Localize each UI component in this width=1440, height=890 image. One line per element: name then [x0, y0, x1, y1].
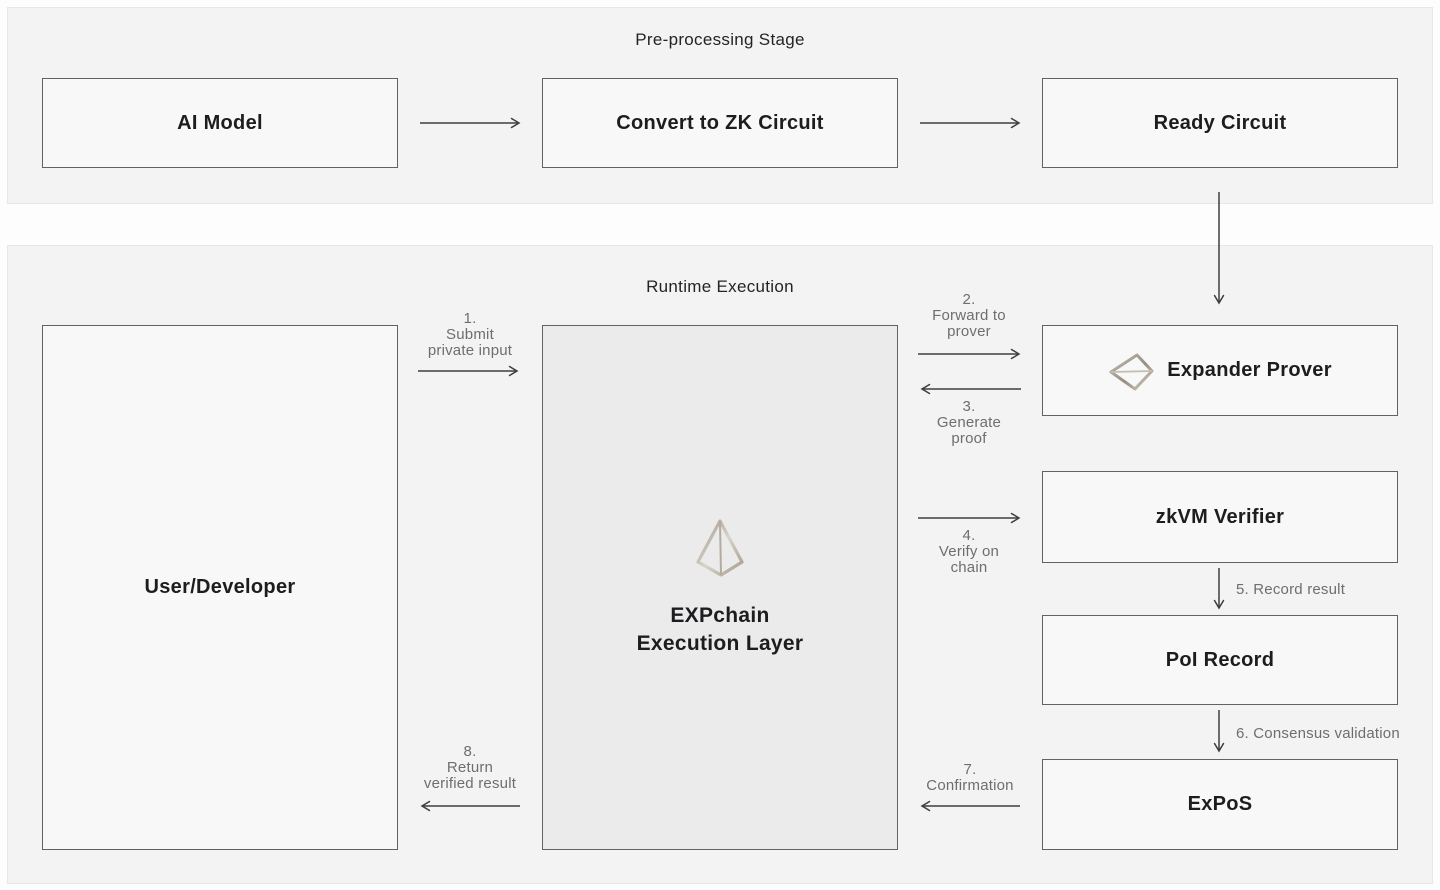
node-ai-model: AI Model — [42, 78, 398, 168]
node-expchain-label: EXPchain Execution Layer — [636, 603, 804, 655]
runtime-title: Runtime Execution — [646, 277, 794, 296]
step-3-label: 3. Generate proof — [936, 398, 1002, 447]
step-8-label: 8. Return verified result — [423, 743, 517, 792]
node-user-developer: User/Developer — [42, 325, 398, 850]
expander-tetrahedron-wireframe-icon — [1109, 353, 1154, 390]
node-user-label: User/Developer — [144, 576, 296, 598]
node-expander-prover: Expander Prover — [1042, 325, 1398, 416]
node-zkvm-label: zkVM Verifier — [1155, 505, 1285, 528]
step-1-label: 1. Submit private input — [427, 310, 513, 359]
node-poi-label: PoI Record — [1165, 648, 1275, 671]
step-5-label: 5. Record result — [1236, 581, 1346, 598]
step-4-label: 4. Verify on chain — [938, 527, 1000, 576]
node-ready-label: Ready Circuit — [1153, 111, 1287, 134]
node-expos-label: ExPoS — [1187, 793, 1253, 815]
node-convert-to-zk-circuit: Convert to ZK Circuit — [542, 78, 898, 168]
node-expander-label: Expander Prover — [1167, 359, 1332, 381]
node-zkvm-verifier: zkVM Verifier — [1042, 471, 1398, 563]
node-ai-model-label: AI Model — [177, 111, 263, 134]
node-expos: ExPoS — [1042, 759, 1398, 850]
expchain-pyramid-wireframe-icon — [696, 518, 744, 577]
step-2-label: 2. Forward to prover — [932, 291, 1006, 340]
step-6-label: 6. Consensus validation — [1236, 725, 1400, 742]
node-convert-label: Convert to ZK Circuit — [616, 111, 824, 134]
node-expchain-execution-layer: EXPchain Execution Layer — [542, 325, 898, 850]
node-poi-record: PoI Record — [1042, 615, 1398, 705]
node-ready-circuit: Ready Circuit — [1042, 78, 1398, 168]
preprocessing-title: Pre-processing Stage — [635, 30, 805, 49]
step-7-label: 7. Confirmation — [926, 761, 1014, 794]
